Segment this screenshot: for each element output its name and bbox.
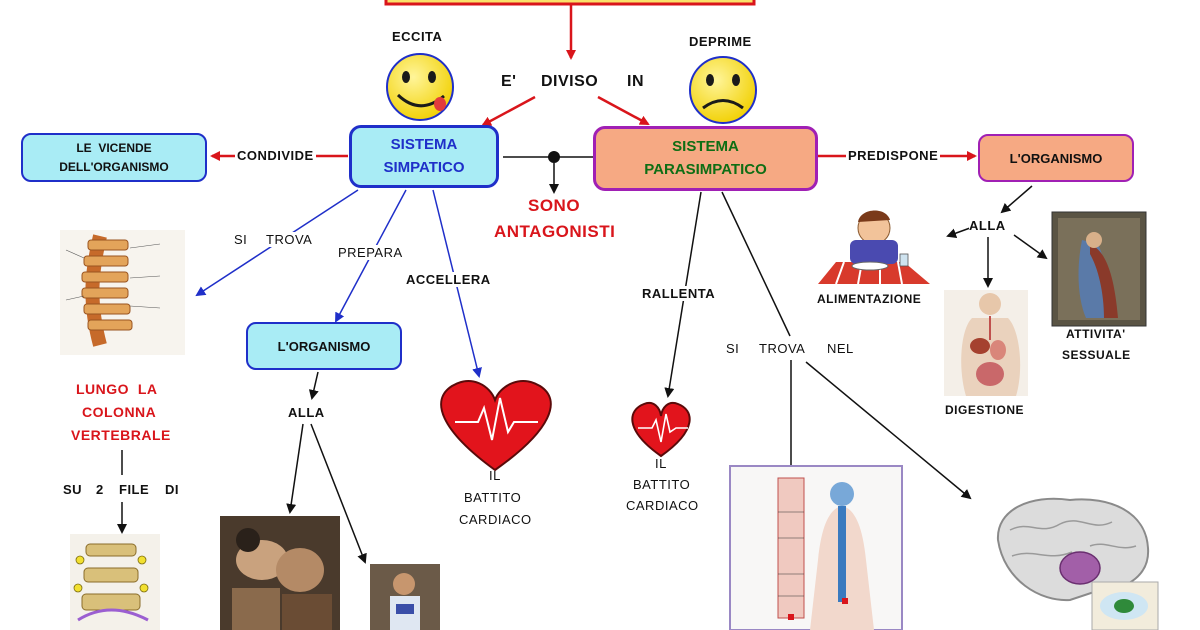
link-dot xyxy=(548,151,560,163)
node-sistema-simpatico[interactable]: SISTEMA SIMPATICO xyxy=(349,125,499,188)
label-eccita: ECCITA xyxy=(392,29,443,44)
node-organismo-right[interactable]: L'ORGANISMO xyxy=(978,134,1134,182)
label-su: SU xyxy=(63,482,83,497)
label-condivide: CONDIVIDE xyxy=(235,148,316,163)
label-diviso: DIVISO xyxy=(541,73,599,90)
node-organismo-left[interactable]: L'ORGANISMO xyxy=(246,322,402,370)
heart-ecg-icon-right xyxy=(631,402,691,458)
label-2: 2 xyxy=(96,482,104,497)
parasimpatico-line2: PARASIMPATICO xyxy=(644,160,767,178)
simpatico-line2: SIMPATICO xyxy=(383,158,465,176)
node-vicende-organismo[interactable]: LE VICENDE DELL'ORGANISMO xyxy=(21,133,207,182)
arrow-alla-to-boxers xyxy=(286,423,304,514)
label-accellera: ACCELLERA xyxy=(406,272,491,287)
organismo-right-label: L'ORGANISMO xyxy=(1009,150,1103,166)
arrow-alla-to-sessuale xyxy=(1013,234,1048,260)
label-e: E' xyxy=(501,73,517,90)
arrow-diviso-to-simpatico xyxy=(481,95,536,127)
label-antagonisti: ANTAGONISTI xyxy=(494,222,616,241)
label-alimentazione: ALIMENTAZIONE xyxy=(817,292,922,306)
boxers-photo-icon xyxy=(220,516,340,630)
label-predispone: PREDISPONE xyxy=(846,148,941,163)
arrow-alla-to-runner xyxy=(310,423,367,564)
arrow-org-to-alla xyxy=(308,371,319,400)
sad-smiley-icon xyxy=(689,56,757,124)
label-nel: NEL xyxy=(827,341,854,356)
label-il-right: IL xyxy=(655,456,667,471)
spine-illustration-icon xyxy=(60,230,185,355)
vicende-line2: DELL'ORGANISMO xyxy=(59,159,169,174)
parasimpatico-line1: SISTEMA xyxy=(672,138,739,155)
label-rallenta: RALLENTA xyxy=(642,286,716,301)
happy-smiley-icon xyxy=(386,53,454,121)
label-file: FILE xyxy=(119,482,150,497)
label-trova-left: TROVA xyxy=(266,232,313,247)
organismo-left-label: L'ORGANISMO xyxy=(277,338,371,354)
simpatico-line1: SISTEMA xyxy=(390,136,458,153)
arrow-si-trova-nel xyxy=(721,191,791,337)
label-si-nel: SI xyxy=(726,341,740,356)
label-vertebrale: VERTEBRALE xyxy=(71,427,171,443)
label-trova-nel: TROVA xyxy=(759,341,806,356)
label-di: DI xyxy=(165,482,179,497)
label-attivita: ATTIVITA' xyxy=(1066,327,1126,341)
label-prepara: PREPARA xyxy=(338,245,403,260)
runner-photo-icon xyxy=(370,564,440,630)
node-sistema-parasimpatico[interactable]: SISTEMA PARASIMPATICO xyxy=(593,126,818,191)
arrow-to-brain xyxy=(805,361,972,500)
label-lungo-la: LUNGO LA xyxy=(76,381,158,397)
digestion-illustration-icon xyxy=(944,290,1028,396)
label-sessuale: SESSUALE xyxy=(1062,348,1131,362)
top-title-box xyxy=(384,0,756,6)
label-digestione: DIGESTIONE xyxy=(945,403,1025,417)
label-sono: SONO xyxy=(528,196,581,215)
label-il-left: IL xyxy=(489,468,501,483)
eating-cartoon-icon xyxy=(818,210,930,285)
label-alla-left: ALLA xyxy=(288,405,325,420)
spinal-cord-diagram-icon xyxy=(729,465,903,630)
arrow-diviso-to-parasimpatico xyxy=(597,95,650,126)
label-cardiaco-left: CARDIACO xyxy=(459,512,532,527)
painting-the-kiss-icon xyxy=(1051,211,1147,327)
arrow-org-to-alla-right xyxy=(1000,185,1033,214)
spine-nerves-illustration-icon xyxy=(70,534,160,630)
arrow-alla-to-alimentazione xyxy=(946,227,971,238)
label-deprime: DEPRIME xyxy=(689,34,752,49)
label-cardiaco-right: CARDIACO xyxy=(626,498,699,513)
vicende-line1: LE VICENDE xyxy=(76,140,152,155)
label-alla-right: ALLA xyxy=(969,218,1006,233)
label-colonna: COLONNA xyxy=(82,404,157,420)
label-in: IN xyxy=(627,73,644,90)
heart-ecg-icon-left xyxy=(440,380,552,472)
label-battito-left: BATTITO xyxy=(464,490,522,505)
label-si-left: SI xyxy=(234,232,248,247)
label-battito-right: BATTITO xyxy=(633,477,691,492)
brain-illustration-icon xyxy=(990,486,1159,630)
